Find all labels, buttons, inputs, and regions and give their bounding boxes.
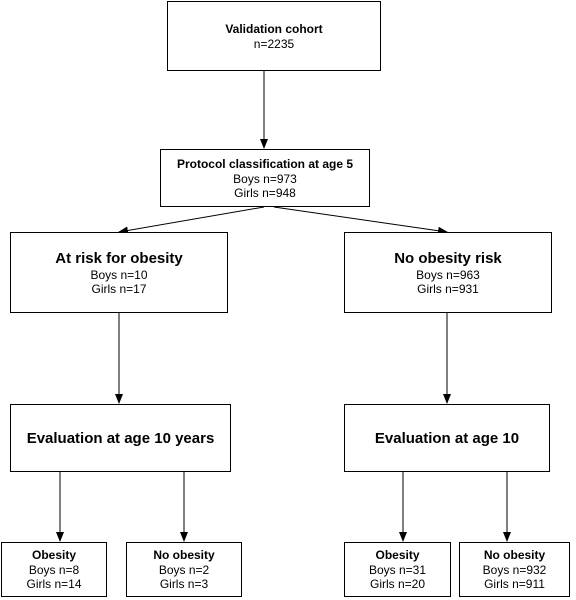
protocol-boys: Boys n=973 <box>233 171 297 186</box>
risk-obesity-girls: Girls n=14 <box>26 577 82 591</box>
norisk-obesity-box: Obesity Boys n=31 Girls n=20 <box>344 542 451 597</box>
cohort-count: n=2235 <box>253 36 295 51</box>
at-risk-girls: Girls n=17 <box>91 282 147 296</box>
norisk-noobesity-boys: Boys n=932 <box>482 563 547 577</box>
risk-noobesity-boys: Boys n=2 <box>158 563 210 577</box>
protocol-title: Protocol classification at age 5 <box>176 156 354 171</box>
at-risk-title: At risk for obesity <box>55 250 183 267</box>
no-risk-title: No obesity risk <box>394 250 502 267</box>
norisk-noobesity-title: No obesity <box>483 548 546 562</box>
protocol-girls: Girls n=948 <box>234 185 296 200</box>
at-risk-boys: Boys n=10 <box>90 268 148 282</box>
risk-obesity-box: Obesity Boys n=8 Girls n=14 <box>1 542 107 597</box>
evaluation-risk-box: Evaluation at age 10 years <box>10 404 231 472</box>
cohort-title: Validation cohort <box>225 21 323 36</box>
risk-noobesity-title: No obesity <box>153 548 215 562</box>
norisk-obesity-girls: Girls n=20 <box>369 577 426 591</box>
evaluation-risk-title: Evaluation at age 10 years <box>26 429 215 447</box>
validation-cohort-box: Validation cohort n=2235 <box>167 1 381 71</box>
arrow-protocol-to-norisk <box>273 206 448 235</box>
risk-obesity-boys: Boys n=8 <box>28 563 80 577</box>
norisk-noobesity-box: No obesity Boys n=932 Girls n=911 <box>459 542 570 597</box>
risk-noobesity-girls: Girls n=3 <box>159 577 209 591</box>
evaluation-norisk-box: Evaluation at age 10 <box>344 404 550 472</box>
norisk-noobesity-girls: Girls n=911 <box>484 577 545 591</box>
arrow-protocol-to-risk <box>118 206 265 235</box>
evaluation-norisk-title: Evaluation at age 10 <box>374 429 520 447</box>
no-risk-girls: Girls n=931 <box>417 282 479 296</box>
no-risk-box: No obesity risk Boys n=963 Girls n=931 <box>344 232 552 313</box>
risk-obesity-title: Obesity <box>31 548 76 562</box>
risk-noobesity-box: No obesity Boys n=2 Girls n=3 <box>126 542 242 597</box>
norisk-obesity-title: Obesity <box>375 548 420 562</box>
norisk-obesity-boys: Boys n=31 <box>368 563 427 577</box>
no-risk-boys: Boys n=963 <box>416 268 480 282</box>
at-risk-box: At risk for obesity Boys n=10 Girls n=17 <box>10 232 228 313</box>
protocol-classification-box: Protocol classification at age 5 Boys n=… <box>160 149 370 207</box>
